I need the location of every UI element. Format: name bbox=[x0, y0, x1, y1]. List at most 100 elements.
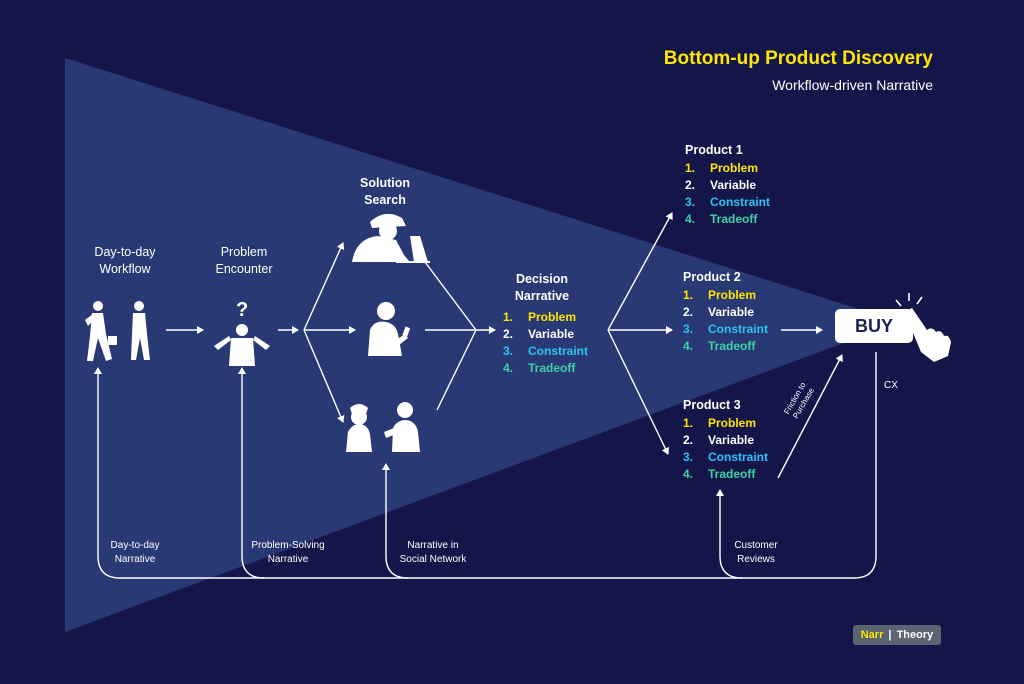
arrow-merge-bottom bbox=[436, 329, 477, 411]
step-number: 1. bbox=[683, 416, 694, 430]
laptop-user-icon bbox=[352, 213, 430, 263]
stage-decision-label: Decision Narrative bbox=[492, 271, 592, 305]
product-1-step-problem: 1. Problem bbox=[685, 160, 770, 177]
product-1-step-variable: 2. Variable bbox=[685, 177, 770, 194]
product-1-step-constraint: 3. Constraint bbox=[685, 194, 770, 211]
step-number: 3. bbox=[683, 322, 694, 336]
stage-search-line1: Solution bbox=[360, 176, 410, 190]
discovery-funnel bbox=[65, 58, 900, 632]
feedback-to-product3 bbox=[716, 489, 743, 579]
step-number: 2. bbox=[685, 178, 696, 192]
feedback-reviews-label: Customer Reviews bbox=[720, 539, 792, 567]
step-label: Variable bbox=[710, 178, 757, 192]
step-label: Tradeoff bbox=[708, 339, 756, 353]
diagram-subtitle: Workflow-driven Narrative bbox=[772, 77, 933, 93]
product-2-step-problem: 1. Problem bbox=[683, 287, 768, 304]
step-number: 1. bbox=[503, 310, 514, 324]
stage-search-line2: Search bbox=[364, 193, 406, 207]
step-label: Problem bbox=[708, 416, 757, 430]
stage-decision-line2: Narrative bbox=[514, 289, 570, 303]
logo-narr: Narr bbox=[860, 629, 884, 641]
stage-search-label: Solution Search bbox=[335, 175, 435, 209]
step-number: 3. bbox=[685, 195, 696, 209]
phone-user-icon bbox=[368, 302, 411, 356]
confused-person-icon: ? bbox=[214, 299, 270, 366]
stage-problem-line1: Problem bbox=[220, 245, 268, 259]
decision-step-variable: 2. Variable bbox=[503, 326, 588, 343]
stage-problem-label: Problem Encounter bbox=[194, 244, 294, 278]
product-2-title: Product 2 bbox=[683, 270, 741, 284]
step-number: 2. bbox=[503, 327, 514, 341]
step-number: 2. bbox=[683, 305, 694, 319]
arrow-branch-top bbox=[303, 242, 345, 331]
step-label: Problem bbox=[708, 288, 757, 302]
product-2-step-constraint: 3. Constraint bbox=[683, 321, 768, 338]
decision-step-problem: 1. Problem bbox=[503, 309, 588, 326]
diagram-title: Bottom-up Product Discovery bbox=[663, 48, 933, 69]
logo-separator: | bbox=[888, 629, 892, 641]
buy-button[interactable]: BUY bbox=[835, 309, 913, 343]
arrow-to-product1 bbox=[607, 212, 673, 331]
product-2-step-tradeoff: 4. Tradeoff bbox=[683, 338, 768, 355]
step-label: Constraint bbox=[708, 450, 768, 464]
feedback-to-problem bbox=[238, 367, 265, 579]
arrow-friction-to-buy bbox=[777, 354, 843, 479]
decision-step-constraint: 3.Constraint bbox=[503, 343, 588, 360]
feedback-problem-solving-label: Problem-Solving Narrative bbox=[240, 539, 336, 567]
step-label: Tradeoff bbox=[708, 467, 756, 481]
conversation-icon bbox=[346, 402, 420, 452]
feedback-problem-solving-line2: Narrative bbox=[267, 554, 309, 565]
step-number: 2. bbox=[683, 433, 694, 447]
product-2-step-variable: 2. Variable bbox=[683, 304, 768, 321]
hand-pointer-icon bbox=[895, 293, 951, 362]
product-3-step-tradeoff: 4. Tradeoff bbox=[683, 466, 768, 483]
feedback-daily-line1: Day-to-day bbox=[110, 540, 160, 551]
step-label: Tradeoff bbox=[710, 212, 758, 226]
product-2-steps: 1. Problem 2. Variable 3. Constraint 4. Trad… bbox=[683, 287, 768, 355]
step-number: 4. bbox=[683, 467, 694, 481]
feedback-social-label: Narrative in Social Network bbox=[383, 539, 483, 567]
step-label: Variable bbox=[528, 327, 575, 341]
walking-people-icon bbox=[85, 301, 150, 361]
product-3-step-variable: 2. Variable bbox=[683, 432, 768, 449]
stage-workflow-line1: Day-to-day bbox=[94, 245, 156, 259]
cx-label: CX bbox=[884, 380, 898, 391]
step-label: Constraint bbox=[708, 322, 768, 336]
feedback-daily-label: Day-to-day Narrative bbox=[95, 539, 175, 567]
product-1-title: Product 1 bbox=[685, 143, 743, 157]
feedback-social-line2: Social Network bbox=[399, 554, 467, 565]
step-label: Problem bbox=[528, 310, 577, 324]
stage-workflow-line2: Workflow bbox=[99, 262, 151, 276]
stage-decision-line1: Decision bbox=[515, 272, 569, 286]
stage-problem-line2: Encounter bbox=[215, 262, 273, 276]
step-number: 4. bbox=[503, 361, 514, 375]
step-label: Variable bbox=[708, 305, 755, 319]
arrow-merge-top bbox=[424, 261, 477, 331]
feedback-reviews-line1: Customer bbox=[734, 540, 778, 551]
logo-theory: Theory bbox=[896, 629, 934, 641]
narr-theory-logo: Narr | Theory bbox=[853, 625, 941, 645]
feedback-social-line1: Narrative in bbox=[407, 540, 459, 551]
feedback-loop-line bbox=[94, 352, 877, 579]
feedback-problem-solving-line1: Problem-Solving bbox=[251, 540, 325, 551]
arrow-to-product3 bbox=[607, 329, 669, 455]
step-number: 1. bbox=[685, 161, 696, 175]
step-number: 4. bbox=[685, 212, 696, 226]
step-number: 3. bbox=[683, 450, 694, 464]
feedback-to-social bbox=[382, 463, 409, 579]
arrow-branch-bottom bbox=[303, 329, 345, 423]
step-label: Constraint bbox=[710, 195, 770, 209]
product-1-step-tradeoff: 4. Tradeoff bbox=[685, 211, 770, 228]
step-label: Variable bbox=[708, 433, 755, 447]
step-label: Problem bbox=[710, 161, 759, 175]
product-3-step-problem: 1. Problem bbox=[683, 415, 768, 432]
step-number: 3. bbox=[503, 344, 514, 358]
decision-step-tradeoff: 4. Tradeoff bbox=[503, 360, 588, 377]
feedback-reviews-line2: Reviews bbox=[737, 554, 775, 565]
decision-steps: 1. Problem 2. Variable 3.Constraint 4. Trad… bbox=[503, 309, 588, 377]
step-label: Tradeoff bbox=[528, 361, 576, 375]
product-1-steps: 1. Problem 2. Variable 3. Constraint 4. Trad… bbox=[685, 160, 770, 228]
step-number: 4. bbox=[683, 339, 694, 353]
step-number: 1. bbox=[683, 288, 694, 302]
